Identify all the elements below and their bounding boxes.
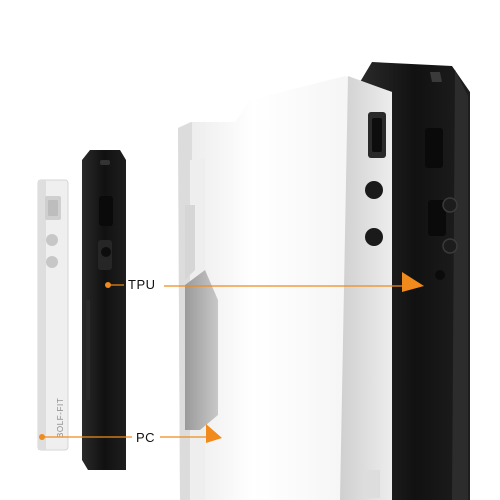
large-pc-shell bbox=[178, 76, 392, 500]
pc-label: PC bbox=[136, 430, 156, 445]
tpu-label: TPU bbox=[128, 277, 156, 292]
pc-callout bbox=[39, 424, 222, 443]
small-pc-shell: BOLF-FIT bbox=[37, 179, 69, 451]
tpu-arrow-icon bbox=[402, 272, 424, 292]
small-tpu-bumper bbox=[82, 150, 126, 470]
tpu-callout bbox=[105, 272, 424, 292]
side-logo-text: BOLF-FIT bbox=[56, 398, 65, 438]
pc-arrow-icon bbox=[206, 424, 222, 443]
large-case-view bbox=[178, 62, 470, 500]
